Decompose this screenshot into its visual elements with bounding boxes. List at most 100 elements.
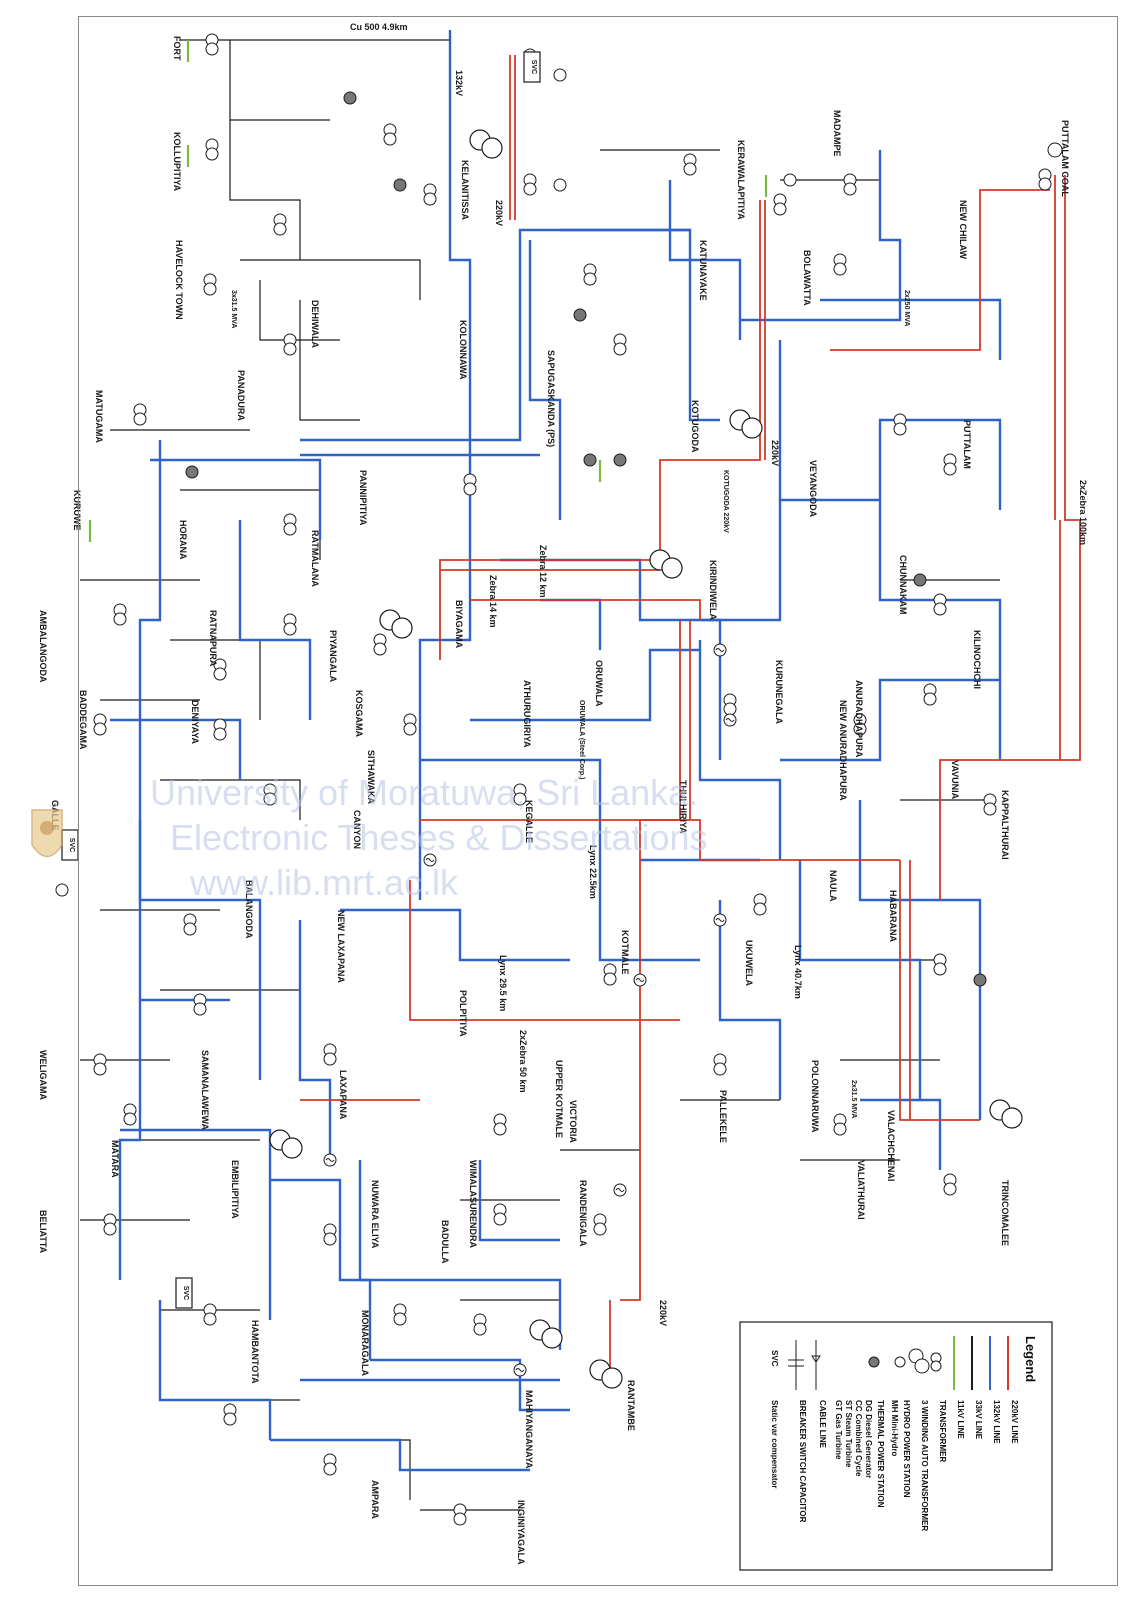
line-33kv xyxy=(229,120,301,260)
substation-label: KELANITISSA xyxy=(460,160,470,221)
transformer-icon xyxy=(453,1503,467,1526)
substation-label: HABARANA xyxy=(888,890,898,942)
line-220kv xyxy=(420,819,900,861)
transformer-icon xyxy=(203,1303,217,1326)
svc-box: SVC xyxy=(61,829,79,861)
transformer-icon xyxy=(283,333,297,356)
transformer-icon xyxy=(843,173,857,196)
transformer-icon xyxy=(463,473,477,496)
line-132kv xyxy=(780,678,1000,762)
substation-label: KOLLUPITIYA xyxy=(172,132,182,192)
generator-group xyxy=(55,68,1063,1377)
line-132kv xyxy=(358,1160,562,1350)
transformer-icon xyxy=(283,613,297,636)
transformer-icon xyxy=(1038,168,1052,191)
thermal-station-icon xyxy=(553,68,567,82)
line-132kv xyxy=(418,520,472,900)
substation-label: NUWARA ELIYA xyxy=(370,1180,380,1249)
substation-label: KAPPALTHURAI xyxy=(1000,790,1010,860)
hydro-station-icon xyxy=(713,913,727,927)
substation-label: PALLEKELE xyxy=(718,1090,728,1143)
autotransformer-icon xyxy=(649,549,683,579)
busbar-annotation: 132kV xyxy=(454,70,464,96)
svc-box: SVC xyxy=(523,51,541,83)
autotransformer-icon xyxy=(379,609,413,639)
substation-label: NAULA xyxy=(828,870,838,902)
thermal-station-icon xyxy=(868,1356,880,1368)
thermal-station-icon xyxy=(573,308,587,322)
autotransformer-icon xyxy=(529,1319,563,1349)
line-220kv xyxy=(830,189,1050,351)
legend-label: 11kV LINE xyxy=(956,1400,965,1439)
legend: Legend 220kV LINE 132kV LINE 33kV LINE 1… xyxy=(739,1321,1053,1571)
transformer-icon xyxy=(943,1173,957,1196)
line-132kv xyxy=(700,500,782,622)
substation-label: POLONNARUWA xyxy=(810,1060,820,1133)
line-132kv xyxy=(298,920,332,1160)
substation-label: KIRINDIWELA xyxy=(708,560,718,620)
autotransformer-icon xyxy=(269,1129,303,1159)
line-annotation: 2xZebra 100km xyxy=(1078,480,1088,545)
substation-label: RATNAPURA xyxy=(208,610,218,667)
transformer-icon xyxy=(473,1313,487,1336)
line-132kv xyxy=(820,298,1002,360)
line-132kv xyxy=(448,30,472,520)
transformer-icon xyxy=(383,123,397,146)
busbar-annotation: 220kV xyxy=(770,440,780,466)
line-220kv xyxy=(409,880,680,1021)
substation-label: DENIYAYA xyxy=(190,700,200,745)
line-132kv-group xyxy=(110,30,1002,1472)
substation-label: BIYAGAMA xyxy=(454,600,464,649)
substation-label: VAVUNIA xyxy=(950,760,960,800)
watermark-line-1: University of Moratuwa, Sri Lanka. xyxy=(150,772,698,813)
hydro-station-icon xyxy=(894,1356,906,1368)
transformer-icon xyxy=(323,1453,337,1476)
line-annotation: Lynx 29.5 km xyxy=(498,955,508,1011)
substation-label: FORT xyxy=(172,36,182,61)
line-33kv xyxy=(240,259,421,300)
line-132kv xyxy=(238,520,312,720)
line-132kv xyxy=(270,1178,372,1360)
substation-label: NEW CHILAW xyxy=(958,200,968,259)
transformer-icon xyxy=(773,193,787,216)
line-132kv xyxy=(110,718,242,780)
substation-label: BELIATTA xyxy=(38,1210,48,1254)
hydro-station-icon xyxy=(513,1363,527,1377)
substation-label: MAHIYANGANAYA xyxy=(524,1390,534,1469)
diagram-frame xyxy=(78,16,1118,1586)
legend-title: Legend xyxy=(1023,1336,1038,1382)
cable-annotation: Cu 500 4.9km xyxy=(350,22,408,32)
line-132kv xyxy=(370,1358,570,1412)
line-132kv xyxy=(478,1160,560,1242)
transformer-icon xyxy=(93,1053,107,1076)
substation-label: VEYANGODA xyxy=(808,460,818,518)
transformer-icon xyxy=(403,713,417,736)
transformer-icon xyxy=(323,1223,337,1246)
transformer-icon xyxy=(493,1203,507,1226)
transformer-icon xyxy=(93,713,107,736)
substation-label: NEW ANURADHAPURA xyxy=(838,700,848,801)
transformer-icon xyxy=(193,993,207,1016)
substation-label: KOLONNAWA xyxy=(458,320,468,380)
substation-label: KOTMALE xyxy=(620,930,630,975)
line-220kv xyxy=(899,860,980,1121)
line-132kv xyxy=(528,240,562,520)
line-132kv xyxy=(140,898,262,1080)
thermal-station-icon xyxy=(913,573,927,587)
line-132kv xyxy=(340,908,570,962)
transformer-icon xyxy=(223,1403,237,1426)
annotations: Cu 500 4.9km 132kV 220kV 220kV 220kV Zeb… xyxy=(230,22,1088,1326)
substation-label: RANDENIGALA xyxy=(578,1180,588,1247)
line-33kv xyxy=(299,300,360,421)
legend-label: HYDRO POWER STATION xyxy=(902,1400,911,1498)
line-132kv xyxy=(740,150,902,322)
substation-label: RANTAMBE xyxy=(626,1380,636,1431)
substation-label: AMPARA xyxy=(370,1480,380,1519)
hydro-station-icon xyxy=(423,853,437,867)
line-132kv xyxy=(150,458,322,540)
thermal-station-icon xyxy=(185,465,199,479)
transformer-icon xyxy=(203,273,217,296)
substation-label: MATARA xyxy=(110,1140,120,1178)
line-220kv-group xyxy=(300,55,1081,1380)
